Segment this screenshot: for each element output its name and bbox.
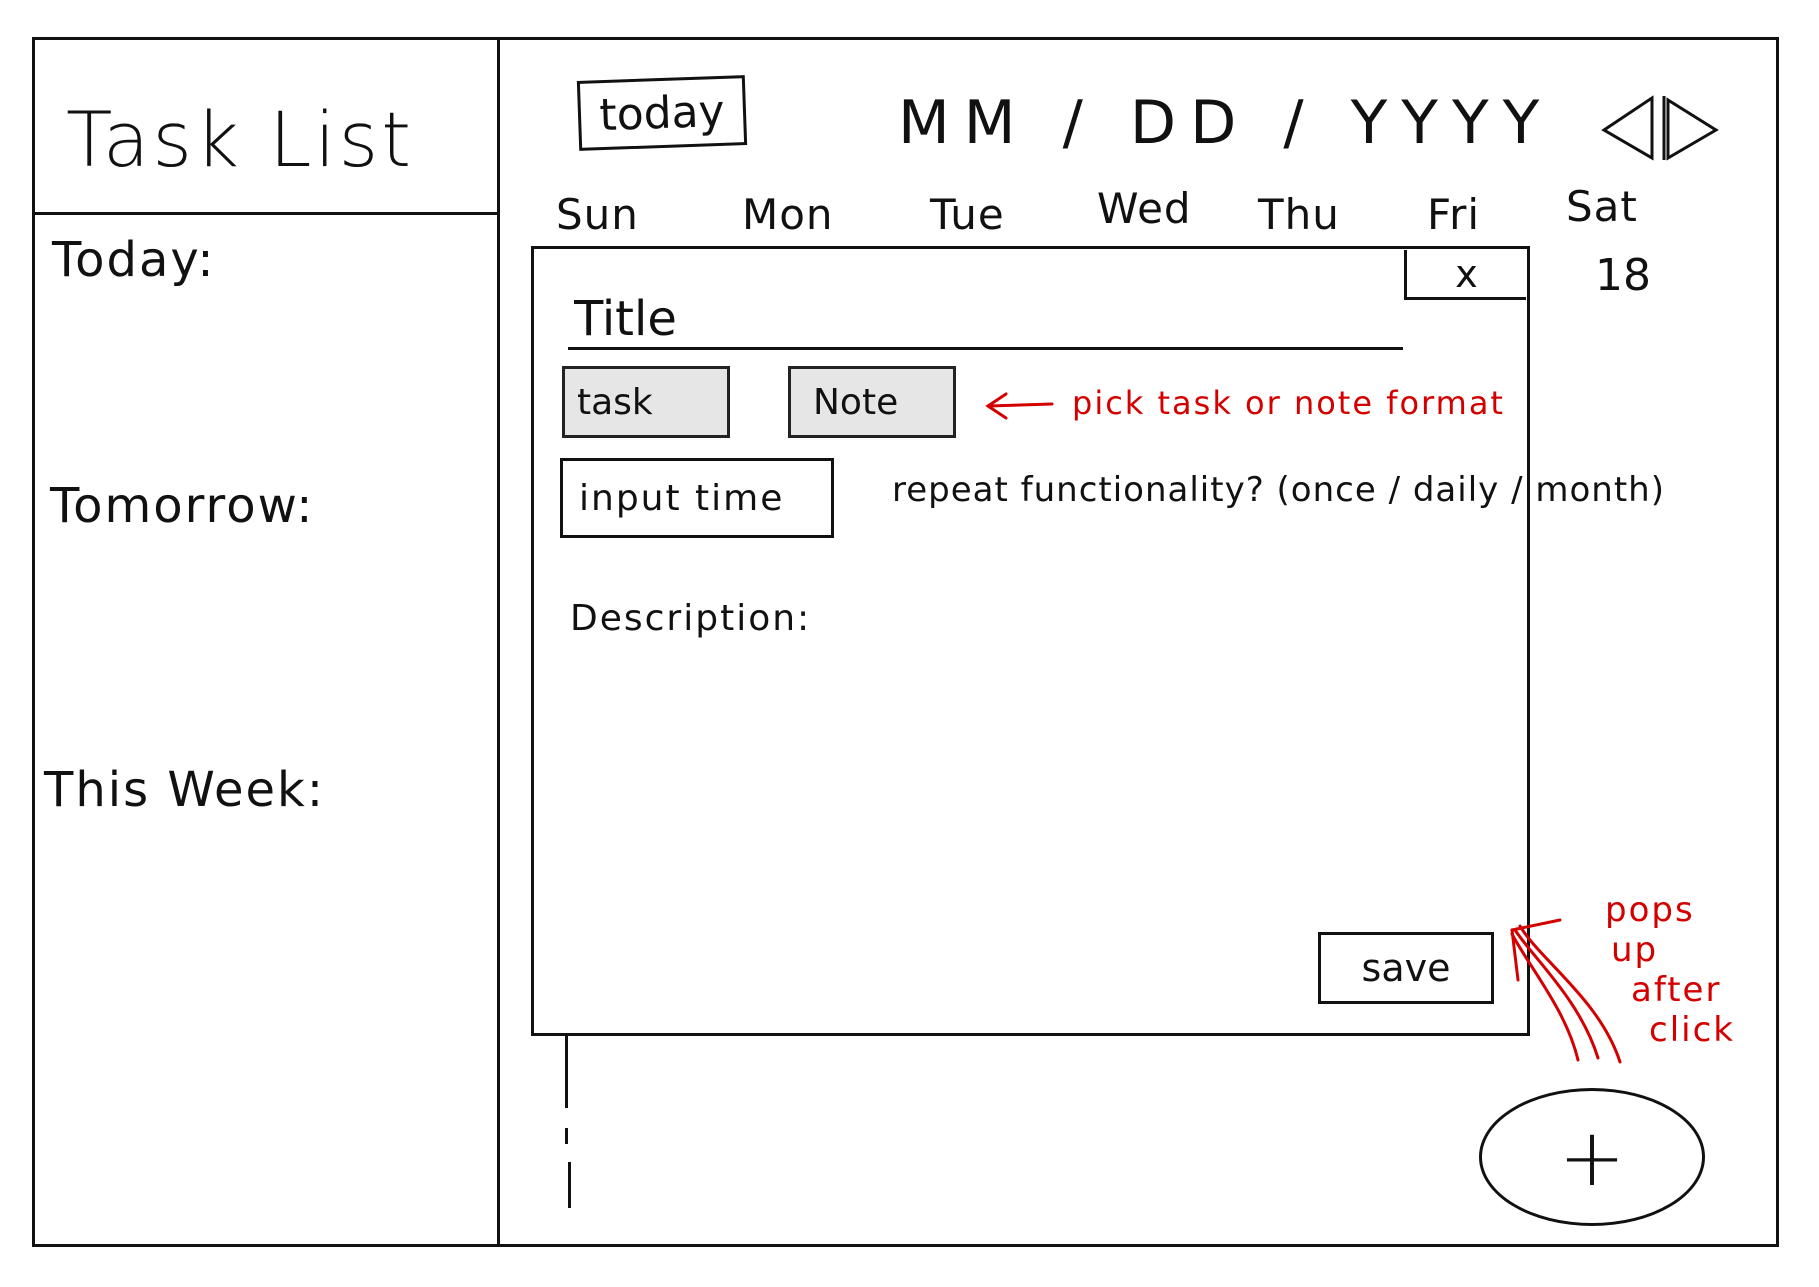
section-tomorrow: Tomorrow:: [50, 478, 315, 534]
close-button[interactable]: x: [1404, 250, 1526, 300]
annotation-line: click: [1649, 1010, 1735, 1050]
triangle-left-icon: [1601, 95, 1654, 161]
timeline-line: [565, 1036, 568, 1108]
app-frame: [32, 37, 1779, 1247]
title-input[interactable]: [568, 290, 1403, 350]
next-week-button[interactable]: [1660, 92, 1720, 162]
task-format-button[interactable]: task: [562, 366, 730, 438]
current-date: MM / DD / YYYY: [898, 88, 1554, 158]
sidebar-title: Task List: [66, 95, 415, 184]
sidebar: [32, 37, 500, 1247]
format-annotation: pick task or note format: [1072, 384, 1505, 422]
add-button[interactable]: +: [1479, 1088, 1705, 1226]
day-number: 18: [1595, 250, 1651, 301]
weekday-sat: Sat: [1566, 182, 1638, 231]
time-input[interactable]: [560, 458, 834, 538]
prev-week-button[interactable]: [1598, 92, 1658, 162]
repeat-options[interactable]: repeat functionality? (once / daily / mo…: [892, 470, 1665, 510]
today-button[interactable]: today: [576, 75, 748, 151]
weekday-fri: Fri: [1427, 190, 1481, 239]
weekday-tue: Tue: [930, 190, 1005, 239]
weekday-thu: Thu: [1258, 190, 1340, 239]
timeline-dash: [565, 1128, 568, 1144]
weekday-sun: Sun: [556, 190, 639, 239]
description-field[interactable]: [570, 650, 1494, 914]
section-this-week: This Week:: [44, 762, 326, 818]
popup-annotation: pops up after click: [1605, 890, 1735, 1050]
save-button[interactable]: save: [1318, 932, 1494, 1004]
annotation-line: up: [1611, 930, 1659, 970]
weekday-mon: Mon: [742, 190, 834, 239]
section-today: Today:: [52, 232, 216, 288]
note-format-button[interactable]: Note: [788, 366, 956, 438]
new-item-dialog: [531, 246, 1530, 1036]
weekday-wed: Wed: [1097, 184, 1192, 233]
description-label: Description:: [570, 598, 812, 639]
triangle-right-icon: [1662, 96, 1719, 161]
sidebar-divider: [34, 212, 499, 215]
annotation-line: after: [1631, 970, 1722, 1010]
annotation-line: pops: [1605, 890, 1695, 930]
plus-icon: +: [1558, 1110, 1626, 1204]
timeline-dash: [568, 1162, 571, 1208]
